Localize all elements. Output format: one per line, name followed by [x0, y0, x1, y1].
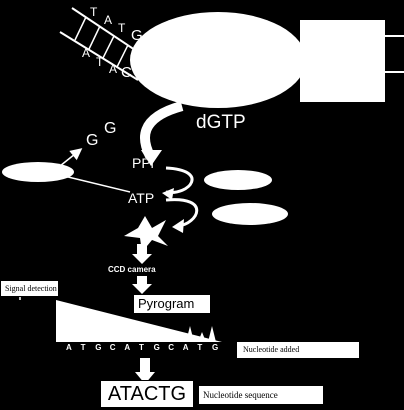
ppi-label: PPi [132, 155, 154, 171]
light-burst [124, 216, 168, 252]
dna-bottom-base-2: T [96, 55, 104, 69]
pyrogram-axis-letter: A [66, 343, 72, 352]
pyrogram-axis-letter: T [139, 343, 144, 352]
pyrogram-axis-letter: A [124, 343, 131, 352]
atp-label: ATP [128, 190, 155, 206]
to-pyrogram-arrow [132, 284, 152, 294]
dna-top-base-4: G [131, 27, 143, 44]
dna-bottom-base-3: A [109, 62, 118, 76]
to-sequence-arrow [135, 372, 155, 384]
pyrogram-axis-letter: C [109, 343, 116, 352]
atp-line [63, 175, 131, 193]
nucleotide-sequence-box: Nucleotide sequence [198, 385, 324, 405]
pyrogram-axis-letter: C [168, 343, 174, 352]
ccd-camera-label: CCD camera [108, 265, 156, 274]
pyrogram-axis-letter: T [80, 343, 86, 352]
dna-top-base-3: T [118, 21, 126, 35]
ppi-to-atp-arrow [165, 166, 194, 194]
pyrogram-peaks [186, 326, 216, 342]
g-release-arrow [59, 148, 83, 167]
dna-bottom-base-1: A [82, 46, 91, 60]
atp-to-light-arrow [165, 198, 199, 228]
reagent-box [300, 20, 385, 102]
pyrogram-triangle [56, 300, 222, 342]
dna-top-base-1: T [90, 5, 98, 19]
pyrogram-axis-letter: G [212, 343, 219, 352]
pyrogram-axis-letter: A [182, 343, 189, 352]
dna-top-base-2: A [104, 13, 113, 27]
dna-bottom-strand [59, 31, 139, 81]
g-label-1: G [86, 132, 99, 149]
polymerase-enzyme [130, 12, 306, 108]
sulfurylase-enzyme [2, 162, 74, 182]
dna-rungs [74, 16, 129, 68]
g-label-2: G [104, 120, 117, 137]
pyrogram-axis-letter: T [197, 343, 203, 352]
apyrase-enzyme [212, 203, 288, 225]
pyrogram-box: Pyrogram [133, 294, 211, 314]
dgtp-label: dGTP [196, 112, 246, 133]
nucleotide-added-box: Nucleotide added [236, 341, 360, 359]
to-camera-arrow [132, 254, 152, 264]
pyrogram-axis-letter: G [153, 343, 160, 352]
dna-bottom-base-4: C [121, 64, 132, 81]
luciferase-enzyme [204, 170, 272, 190]
signal-detection-box: Signal detection [0, 280, 59, 297]
pyrogram-axis-letter: G [95, 343, 102, 352]
sequence-box: ATACTG [100, 380, 194, 408]
polymerase-to-ppi-arrow [140, 101, 184, 159]
